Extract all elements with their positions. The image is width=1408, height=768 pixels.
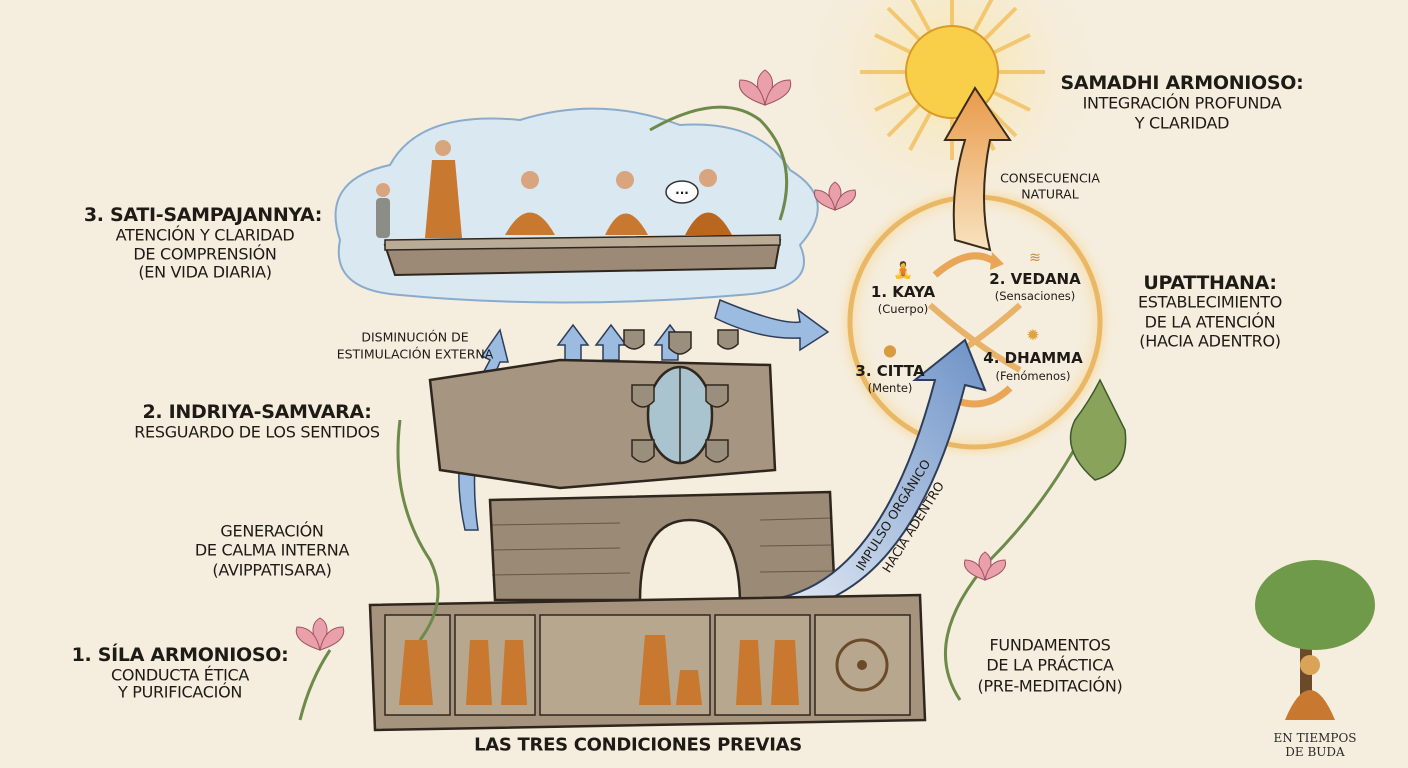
consequence-label: NATURAL [1021, 186, 1079, 202]
mindfulness-circle [835, 182, 1115, 462]
speech-bubble-text: ... [675, 183, 689, 197]
en-tiempos-de-buda-logo [1255, 560, 1375, 720]
samadhi-line: Y CLARIDAD [1134, 113, 1230, 133]
monks-daily-life [376, 140, 732, 238]
foundations-label: FUNDAMENTOS [989, 635, 1111, 655]
bodhi-leaf-icon [1069, 378, 1127, 481]
consequence-label: CONSECUENCIA [1000, 170, 1100, 186]
level-2-line: RESGUARDO DE LOS SENTIDOS [134, 422, 380, 442]
page-title: LAS TRES CONDICIONES PREVIAS [474, 734, 802, 756]
sensation-icon: ≋ [1029, 250, 1041, 266]
calm-label: (AVIPPATISARA) [212, 560, 332, 580]
level-1-line: Y PURIFICACIÓN [117, 682, 243, 702]
head-brain-icon: ● [883, 340, 897, 360]
reduction-label: DISMINUCIÓN DE [361, 329, 469, 345]
level-3-line: ATENCIÓN Y CLARIDAD [115, 225, 295, 245]
reduction-label: ESTIMULACIÓN EXTERNA [336, 346, 494, 362]
level-2-heading: 2. INDRIYA-SAMVARA: [142, 401, 372, 423]
logo-text: EN TIEMPOS [1273, 731, 1357, 745]
upatthana-line: DE LA ATENCIÓN [1144, 312, 1276, 332]
dhamma-sub: (Fenómenos) [995, 369, 1071, 383]
level-3-line: (EN VIDA DIARIA) [138, 262, 272, 282]
senses-stone [428, 329, 777, 490]
citta-sub: (Mente) [867, 381, 913, 395]
vedana-sub: (Sensaciones) [994, 289, 1076, 303]
dharma-wheel-icon [835, 638, 889, 692]
upatthana-line: ESTABLECIMIENTO [1137, 292, 1283, 312]
citta-label: 3. CITTA [855, 362, 925, 380]
upatthana-line: (HACIA ADENTRO) [1139, 331, 1281, 351]
impulse-arrow [762, 338, 987, 614]
sila-foundation-stone [368, 593, 927, 732]
samadhi-heading: SAMADHI ARMONIOSO: [1060, 72, 1304, 94]
foundations-label: (PRE-MEDITACIÓN) [977, 676, 1123, 696]
lotus-icon [295, 69, 1007, 651]
upatthana-heading: UPATTHANA: [1143, 272, 1277, 294]
foundations-label: DE LA PRÁCTICA [986, 655, 1114, 675]
logo-text: DE BUDA [1285, 745, 1345, 759]
cloud-platform [334, 107, 819, 304]
consequence-arrow [943, 86, 1012, 252]
meditator-icon: 🧘 [893, 260, 913, 280]
samadhi-line: INTEGRACIÓN PROFUNDA [1082, 93, 1282, 113]
kaya-sub: (Cuerpo) [877, 302, 929, 316]
sun-phenomena-icon: ✹ [1026, 325, 1040, 345]
dhamma-label: 4. DHAMMA [983, 349, 1083, 367]
level-1-heading: 1. SÍLA ARMONIOSO: [71, 644, 289, 666]
calm-label: DE CALMA INTERNA [194, 540, 350, 560]
kaya-label: 1. KAYA [870, 283, 936, 301]
calm-label: GENERACIÓN [220, 521, 324, 541]
level-3-heading: 3. SATI-SAMPAJANNYA: [83, 204, 323, 226]
level-1-line: CONDUCTA ÉTICA [110, 665, 250, 685]
level-3-line: DE COMPRENSIÓN [133, 244, 277, 264]
vedana-label: 2. VEDANA [989, 270, 1081, 288]
stone-arch [488, 490, 837, 602]
